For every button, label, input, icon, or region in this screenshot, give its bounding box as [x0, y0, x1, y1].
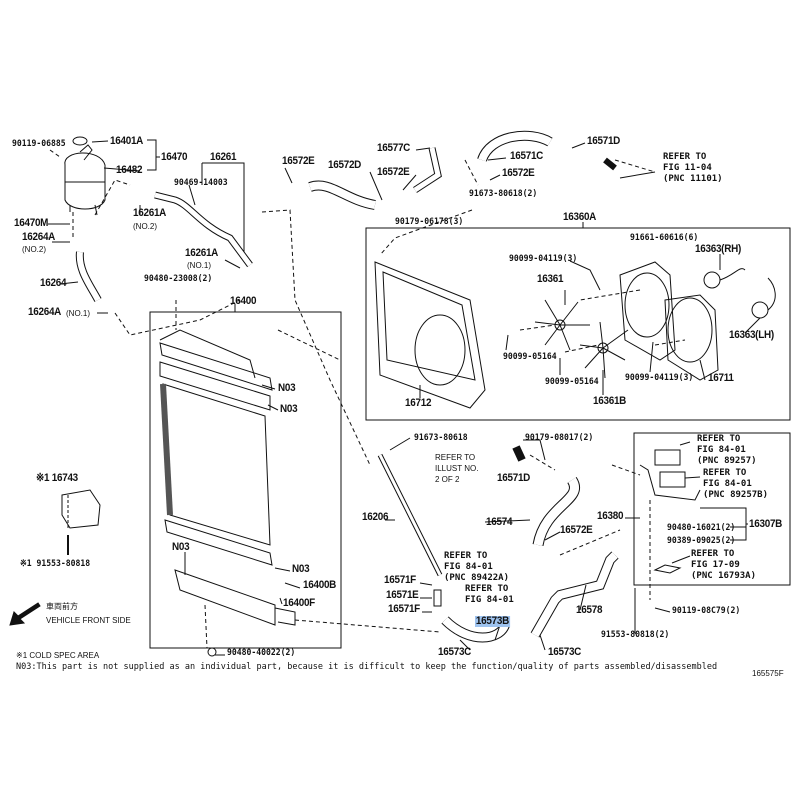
- callout-16361B[interactable]: 16361B: [593, 395, 627, 407]
- callout-n03[interactable]: N03: [172, 541, 190, 553]
- bracket-group-box: [633, 432, 791, 586]
- callout-90480-16021[interactable]: 90480-16021(2): [667, 523, 736, 533]
- refer-fig-84-01-pnc-89257b[interactable]: REFER TO FIG 84-01 (PNC 89257B): [703, 468, 769, 500]
- callout-suffix: (NO.1): [66, 309, 90, 318]
- figure-id: 165575F: [752, 669, 784, 678]
- callout-n03[interactable]: N03: [280, 403, 298, 415]
- callout-16261A-no1[interactable]: 16261A: [185, 247, 219, 259]
- callout-16400B[interactable]: 16400B: [303, 579, 337, 591]
- callout-91661-60616[interactable]: 91661-60616(6): [630, 233, 699, 243]
- callout-suffix: (NO.2): [133, 222, 157, 231]
- refer-fig-17-09[interactable]: REFER TO FIG 17-09 (PNC 16793A): [691, 549, 757, 581]
- callout-16572E[interactable]: 16572E: [377, 166, 410, 178]
- bracket-drawing: [639, 449, 701, 574]
- vehicle-front-label-jp: 車両前方: [46, 602, 78, 611]
- n03-note: N03:This part is not supplied as an indi…: [16, 662, 718, 672]
- callout-16573C[interactable]: 16573C: [438, 646, 472, 658]
- refer-fig-11-04[interactable]: REFER TO FIG 11-04 (PNC 11101): [663, 152, 723, 184]
- callout-91553-80818-2[interactable]: 91553-80818(2): [601, 630, 670, 640]
- fan-shroud-drawing: [374, 261, 486, 409]
- callout-90480-23008[interactable]: 90480-23008(2): [144, 274, 213, 284]
- radiator-group-box: [149, 311, 342, 649]
- callout-90389-09025[interactable]: 90389-09025(2): [667, 536, 736, 546]
- callout-suffix: (NO.1): [187, 261, 211, 270]
- callout-16264A-no1[interactable]: 16264A: [28, 306, 62, 318]
- callout-16206[interactable]: 16206: [362, 511, 389, 523]
- callout-16711[interactable]: 16711: [708, 372, 734, 384]
- hose-drawings: [75, 130, 619, 643]
- callout-16572E[interactable]: 16572E: [560, 524, 593, 536]
- callout-16743[interactable]: ※1 16743: [36, 472, 78, 484]
- vehicle-front-label: VEHICLE FRONT SIDE: [46, 616, 131, 625]
- callout-90480-40022[interactable]: 90480-40022(2): [227, 648, 296, 658]
- reservoir-tank-drawing: [49, 136, 131, 240]
- callout-16578[interactable]: 16578: [576, 604, 603, 616]
- fan-group-box: [365, 227, 791, 421]
- callout-16261[interactable]: 16261: [210, 151, 237, 163]
- callout-16363-rh[interactable]: 16363(RH): [695, 243, 741, 255]
- callout-16307B[interactable]: 16307B: [749, 518, 783, 530]
- callout-16571D[interactable]: 16571D: [497, 472, 531, 484]
- callout-16571D[interactable]: 16571D: [587, 135, 621, 147]
- callout-16572E[interactable]: 16572E: [502, 167, 535, 179]
- callout-91553-80818[interactable]: ※1 91553-80818: [20, 559, 91, 569]
- callout-16401A[interactable]: 16401A: [110, 135, 144, 147]
- radiator-drawing: [159, 329, 296, 657]
- callout-16470[interactable]: 16470: [161, 151, 188, 163]
- refer-fig-84-01-pnc-89422a[interactable]: REFER TO FIG 84-01 (PNC 89422A): [444, 551, 510, 583]
- callout-90119-08C79[interactable]: 90119-08C79(2): [672, 606, 741, 616]
- cold-spec-note: ※1 COLD SPEC AREA: [16, 651, 100, 660]
- callout-16573C[interactable]: 16573C: [548, 646, 582, 658]
- vehicle-front-arrow-icon: [9, 602, 41, 626]
- callout-16264[interactable]: 16264: [40, 277, 67, 289]
- callout-16400[interactable]: 16400: [230, 295, 257, 307]
- callout-n03[interactable]: N03: [292, 563, 310, 575]
- callout-90469-14003[interactable]: 90469-14003: [174, 178, 228, 188]
- callout-16400F[interactable]: 16400F: [283, 597, 315, 609]
- callout-16380[interactable]: 16380: [597, 510, 624, 522]
- refer-fig-84-01-pnc-89257[interactable]: REFER TO FIG 84-01 (PNC 89257): [697, 434, 757, 466]
- callout-16360A[interactable]: 16360A: [563, 211, 597, 223]
- callout-90119-06885[interactable]: 90119-06885: [12, 139, 66, 149]
- callout-90179-08017[interactable]: 90179-08017(2): [525, 433, 594, 443]
- callout-16261A-no2[interactable]: 16261A: [133, 207, 167, 219]
- callout-n03[interactable]: N03: [278, 382, 296, 394]
- callout-16482[interactable]: 16482: [116, 164, 143, 176]
- callout-16571E[interactable]: 16571E: [386, 589, 419, 601]
- callout-16572E[interactable]: 16572E: [282, 155, 315, 167]
- cold-spec-part-drawing: [61, 489, 101, 555]
- callout-16361[interactable]: 16361: [537, 273, 564, 285]
- callout-16574[interactable]: 16574: [486, 516, 513, 528]
- callout-16577C[interactable]: 16577C: [377, 142, 411, 154]
- refer-fig-84-01[interactable]: REFER TO FIG 84-01: [465, 584, 514, 605]
- fan-drawings: [534, 261, 776, 381]
- callout-16363-lh[interactable]: 16363(LH): [729, 329, 774, 341]
- callout-16572D[interactable]: 16572D: [328, 159, 362, 171]
- callout-16470M[interactable]: 16470M: [14, 217, 49, 229]
- callout-16571F[interactable]: 16571F: [384, 574, 416, 586]
- callout-91673-80618[interactable]: 91673-80618: [414, 433, 468, 443]
- callout-90179-06178[interactable]: 90179-06178(3): [395, 217, 464, 227]
- refer-illust-2-of-2[interactable]: REFER TO ILLUST NO. 2 OF 2: [435, 453, 479, 484]
- callout-suffix: (NO.2): [22, 245, 46, 254]
- callout-90099-04119[interactable]: 90099-04119(3): [625, 373, 694, 383]
- callout-16573B-highlighted[interactable]: 16573B: [475, 615, 510, 627]
- callout-16571C[interactable]: 16571C: [510, 150, 544, 162]
- callout-16264A-no2[interactable]: 16264A: [22, 231, 56, 243]
- callout-90099-05164[interactable]: 90099-05164: [545, 377, 599, 387]
- callout-90099-04119[interactable]: 90099-04119(3): [509, 254, 578, 264]
- callout-90099-05164[interactable]: 90099-05164: [503, 352, 557, 362]
- callout-16571F[interactable]: 16571F: [388, 603, 420, 615]
- callout-16712[interactable]: 16712: [405, 397, 432, 409]
- callout-91673-80618-2[interactable]: 91673-80618(2): [469, 189, 538, 199]
